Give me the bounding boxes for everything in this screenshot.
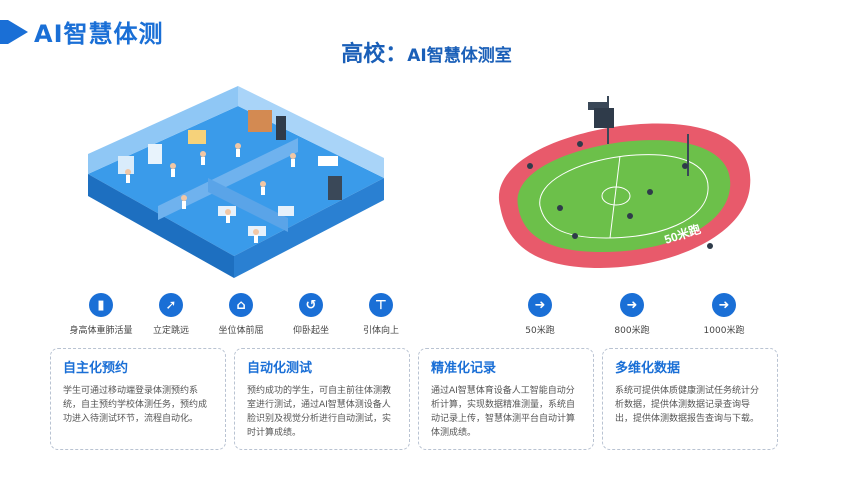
outdoor-item-label: 1000米跑	[703, 326, 745, 336]
run-icon: ➜	[620, 293, 644, 317]
feature-card-title: 多维化数据	[615, 361, 681, 376]
outdoor-item: ➜ 800米跑	[586, 293, 678, 336]
section-title: AI智慧体测	[34, 20, 164, 48]
feature-card-body: 预约成功的学生，可自主前往体测教室进行测试，通过AI智慧体测设备人脸识别及视觉分…	[247, 386, 392, 438]
feature-card: 自主化预约 学生可通过移动端登录体测预约系统，自主预约学校体测任务，预约成功进入…	[50, 348, 226, 450]
page-title-part1: 高校：	[341, 42, 408, 67]
feature-card-body: 系统可提供体质健康测试任务统计分析数据，提供体测数据记录查询导出，提供体测数据报…	[615, 386, 760, 424]
run-icon: ➜	[712, 293, 736, 317]
outdoor-items: ➜ 50米跑 ➜ 800米跑 ➜ 1000米跑	[494, 293, 770, 336]
long-jump-icon: ➚	[159, 293, 183, 317]
situp-icon: ↺	[299, 293, 323, 317]
feature-card: 自动化测试 预约成功的学生，可自主前往体测教室进行测试，通过AI智慧体测设备人脸…	[234, 348, 410, 450]
page-title-part2: AI智慧体测室	[407, 46, 512, 66]
pullup-icon: ⊤	[369, 293, 393, 317]
indoor-items: ▮ 身高体重肺活量 ➚ 立定跳远 ⌂ 坐位体前屈 ↺ 仰卧起坐 ⊤ 引体向上	[66, 293, 416, 336]
outdoor-item-label: 50米跑	[525, 326, 555, 336]
indoor-testroom-illustration	[88, 86, 384, 278]
feature-card-title: 精准化记录	[431, 361, 497, 376]
header-arrow-icon	[8, 19, 28, 44]
indoor-item: ➚ 立定跳远	[136, 293, 206, 336]
section-header: AI智慧体测	[0, 14, 164, 49]
page-title: 高校：AI智慧体测室	[0, 36, 853, 68]
outdoor-item-label: 800米跑	[614, 326, 650, 336]
run-icon: ➜	[528, 293, 552, 317]
outdoor-item: ➜ 50米跑	[494, 293, 586, 336]
feature-card: 多维化数据 系统可提供体质健康测试任务统计分析数据，提供体测数据记录查询导出，提…	[602, 348, 778, 450]
indoor-item-label: 立定跳远	[152, 326, 189, 336]
height-weight-icon: ▮	[89, 293, 113, 317]
outdoor-item: ➜ 1000米跑	[678, 293, 770, 336]
indoor-item: ↺ 仰卧起坐	[276, 293, 346, 336]
running-track-illustration: 50米跑	[498, 96, 751, 268]
feature-card: 精准化记录 通过AI智慧体育设备人工智能自动分析计算，实现数据精准测量，系统自动…	[418, 348, 594, 450]
feature-card-body: 学生可通过移动端登录体测预约系统，自主预约学校体测任务，预约成功进入待测试环节，…	[63, 386, 208, 424]
feature-card-title: 自主化预约	[63, 361, 129, 376]
indoor-item-label: 身高体重肺活量	[69, 326, 133, 336]
feature-card-body: 通过AI智慧体育设备人工智能自动分析计算，实现数据精准测量，系统自动记录上传，智…	[431, 386, 576, 438]
indoor-item-label: 坐位体前屈	[218, 326, 264, 336]
indoor-item-label: 仰卧起坐	[292, 326, 329, 336]
header-bar	[0, 19, 8, 44]
indoor-item: ▮ 身高体重肺活量	[66, 293, 136, 336]
indoor-item: ⊤ 引体向上	[346, 293, 416, 336]
sit-reach-icon: ⌂	[229, 293, 253, 317]
indoor-item-label: 引体向上	[362, 326, 399, 336]
feature-card-title: 自动化测试	[247, 361, 313, 376]
indoor-item: ⌂ 坐位体前屈	[206, 293, 276, 336]
